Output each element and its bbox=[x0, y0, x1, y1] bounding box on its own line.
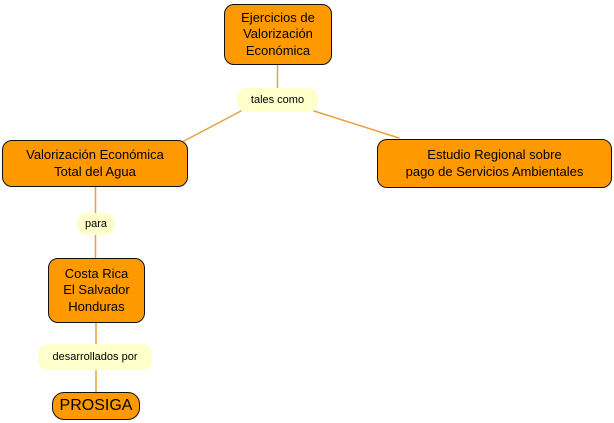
concept-node-paises[interactable]: Costa Rica El Salvador Honduras bbox=[48, 258, 145, 323]
concept-node-text: Costa Rica El Salvador Honduras bbox=[63, 266, 130, 314]
concept-node-text: PROSIGA bbox=[59, 397, 133, 414]
connector-talescomo-valorizacion bbox=[183, 110, 242, 142]
concept-node-valorizacion-total-agua[interactable]: Valorización Económica Total del Agua bbox=[2, 140, 188, 187]
concept-node-ejercicios-valorizacion[interactable]: Ejercicios de Valorización Económica bbox=[224, 4, 332, 65]
linking-phrase-para[interactable]: para bbox=[77, 213, 115, 235]
linking-phrase-text: para bbox=[84, 217, 108, 230]
linking-phrase-desarrollados-por[interactable]: desarrollados por bbox=[38, 344, 152, 370]
connector-talescomo-estudio bbox=[313, 110, 400, 139]
concept-node-estudio-regional[interactable]: Estudio Regional sobre pago de Servicios… bbox=[377, 139, 612, 188]
concept-node-text: Estudio Regional sobre pago de Servicios… bbox=[405, 147, 584, 179]
linking-phrase-text: desarrollados por bbox=[52, 350, 138, 363]
concept-node-text: Valorización Económica Total del Agua bbox=[26, 147, 164, 179]
linking-phrase-tales-como[interactable]: tales como bbox=[237, 88, 318, 112]
linking-phrase-text: tales como bbox=[250, 93, 305, 106]
concept-node-text: Ejercicios de Valorización Económica bbox=[241, 10, 315, 58]
concept-node-prosiga[interactable]: PROSIGA bbox=[52, 392, 140, 420]
